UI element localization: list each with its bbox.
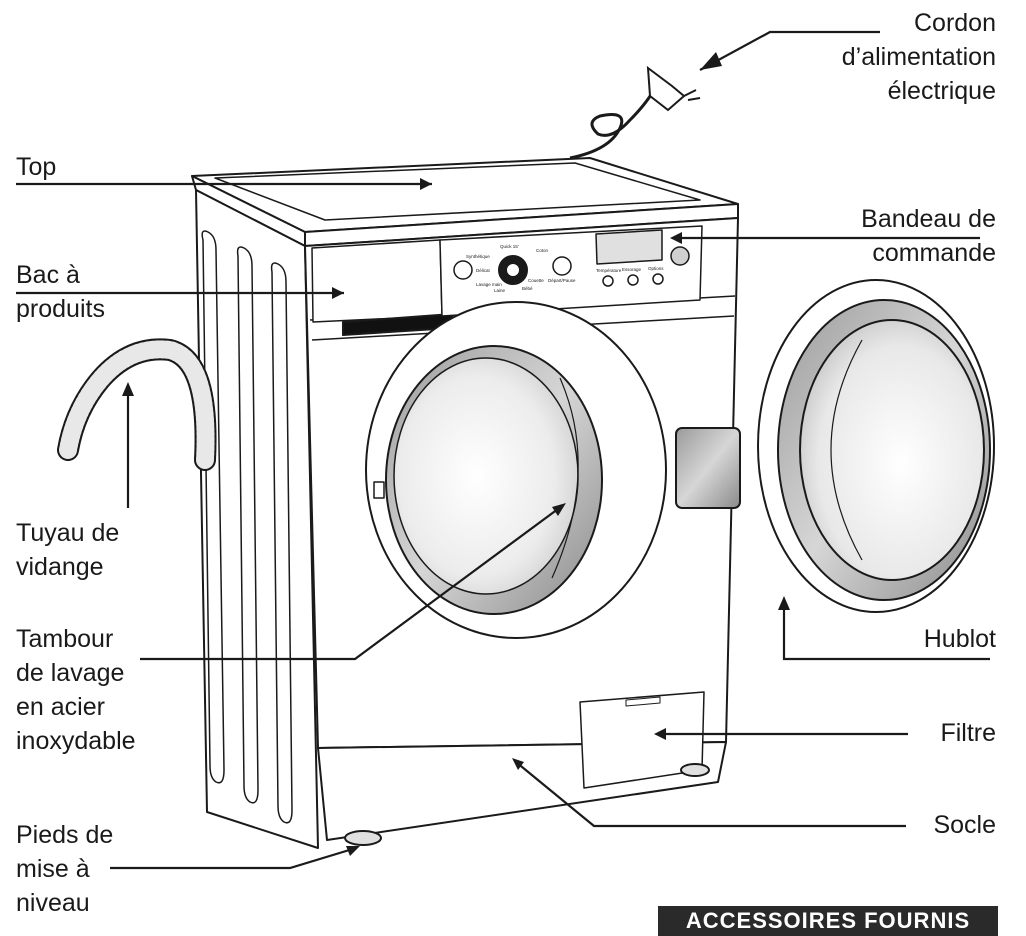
panel-btn-2: Essorage (622, 267, 642, 272)
panel-prog-7: Bébé (522, 286, 533, 291)
foot-left (344, 830, 382, 846)
power-cord (569, 65, 701, 160)
panel-prog-1: Quick 15' (500, 244, 519, 249)
panel-prog-5: Laine (494, 288, 506, 293)
panel-prog-6: Couette (528, 278, 544, 283)
leader-lines (16, 30, 990, 870)
panel-prog-0: Synthétique (466, 254, 490, 259)
panel-btn-3: Options (648, 266, 664, 271)
panel-prog-3: Délicat (476, 268, 491, 273)
panel-btn-0: Départ/Pause (548, 278, 576, 283)
label-filtre: Filtre (940, 719, 996, 747)
door (675, 279, 995, 613)
panel-btn-1: Température (596, 268, 622, 273)
panel-prog-2: Coton (536, 248, 549, 253)
arrowheads (122, 52, 790, 856)
door-glass (799, 319, 985, 581)
label-socle: Socle (933, 811, 996, 839)
start-button (552, 256, 572, 276)
power-button (453, 260, 473, 280)
hinge (675, 427, 741, 509)
label-top: Top (16, 153, 57, 181)
panel-prog-4: Lavage main (476, 282, 502, 287)
label-hublot: Hublot (923, 625, 996, 653)
